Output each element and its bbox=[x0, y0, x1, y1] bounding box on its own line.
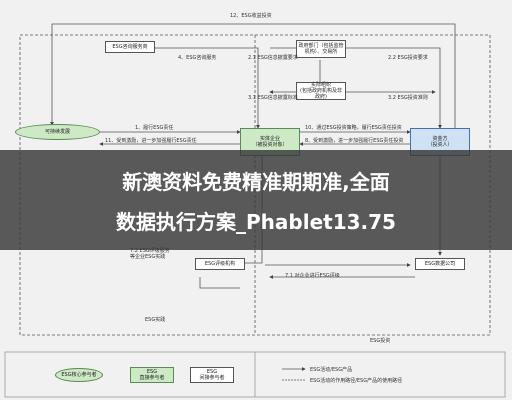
overlay-line-2: 数据执行方案_Phablet13.75 bbox=[116, 210, 396, 234]
edge-label-11: 11、受到激励，进一步加强履行ESG责任 bbox=[105, 138, 197, 144]
esg-rating-agency-node: ESG评级机构 bbox=[195, 258, 245, 270]
node-label: （投资人） bbox=[427, 142, 453, 148]
edge-label-3-2: 3.2 ESG投资准则 bbox=[388, 95, 428, 101]
edge-label-7-1: 7.1 对企业进行ESG评级 bbox=[285, 273, 340, 279]
node-label: 资金方 bbox=[432, 136, 448, 142]
edge-label-4: 4、ESG咨询服务 bbox=[178, 55, 217, 61]
legend-label: 间接参与者 bbox=[199, 375, 225, 381]
edge-label-8: 8、受到激励，进一步加强履行ESG责任投资 bbox=[305, 138, 404, 144]
sustainable-dev-node: 可持续发展 bbox=[15, 124, 100, 140]
node-label: ESG评级机构 bbox=[204, 261, 236, 267]
edge-label-2-1: 2.1 ESG信息披露要求 bbox=[248, 55, 298, 61]
edge-label-line: 7.2 ESG评级服务 bbox=[130, 248, 170, 254]
node-label: ESG咨询服务商 bbox=[112, 44, 148, 50]
overlay-line-1: 新澳资料免费精准期期准,全面 bbox=[122, 170, 390, 194]
edge-label-line: 等企业ESG实践 bbox=[130, 254, 166, 260]
legend-flow-label: ESG活动的作用路径/ESG产品的使用路径 bbox=[310, 378, 403, 384]
overlay-banner: 新澳资料免费精准期期准,全面 数据执行方案_Phablet13.75 bbox=[0, 150, 512, 250]
legend-indirect-swatch: ESG 间接参与者 bbox=[190, 367, 234, 383]
esg-investment-zone-label: ESG投资 bbox=[370, 338, 391, 344]
node-label: 可持续发展 bbox=[44, 129, 70, 135]
node-label: 实体企业 bbox=[259, 136, 280, 142]
edge-label-2-2: 2.2 ESG投资要求 bbox=[388, 55, 428, 61]
edge-label-10: 10、通过ESG投资策略，履行ESG责任投资 bbox=[305, 125, 402, 131]
node-label: 机构）、交易所 bbox=[304, 49, 338, 55]
node-label: （被投资对象） bbox=[252, 142, 288, 148]
edge-label-3-1: 3.1 ESG信息披露标准 bbox=[248, 95, 298, 101]
edge-label-7-2: 7.2 ESG评级服务 等企业ESG实践 bbox=[130, 248, 170, 260]
legend-activity-label: ESG活动/ESG产品 bbox=[310, 367, 353, 373]
esg-data-company-node: ESG数据公司 bbox=[415, 258, 465, 270]
legend-label: ESG核心参与者 bbox=[61, 372, 97, 378]
top-loop-label: 12、ESG收益投资 bbox=[230, 13, 272, 19]
gov-dept-node: 政府部门（包括监管 机构）、交易所 bbox=[296, 40, 346, 58]
legend-label: ESG bbox=[146, 369, 158, 375]
node-label: (包括政府机构及非政府) bbox=[300, 88, 342, 100]
node-label: ESG数据公司 bbox=[424, 261, 456, 267]
industry-org-node: 实际组织 (包括政府机构及非政府) bbox=[296, 82, 346, 100]
node-label: 政府部门（包括监管 bbox=[298, 43, 344, 49]
esg-practice-zone-label: ESG实践 bbox=[145, 317, 166, 323]
legend-label: 直接参与者 bbox=[139, 375, 165, 381]
legend-direct-swatch: ESG 直接参与者 bbox=[130, 367, 174, 383]
node-label: 实际组织 bbox=[310, 82, 331, 88]
legend-label: ESG bbox=[206, 369, 218, 375]
esg-info-service-node: ESG咨询服务商 bbox=[105, 41, 155, 53]
legend-core-swatch: ESG核心参与者 bbox=[55, 368, 103, 382]
edge-label-1: 1、履行ESG责任 bbox=[135, 125, 174, 131]
